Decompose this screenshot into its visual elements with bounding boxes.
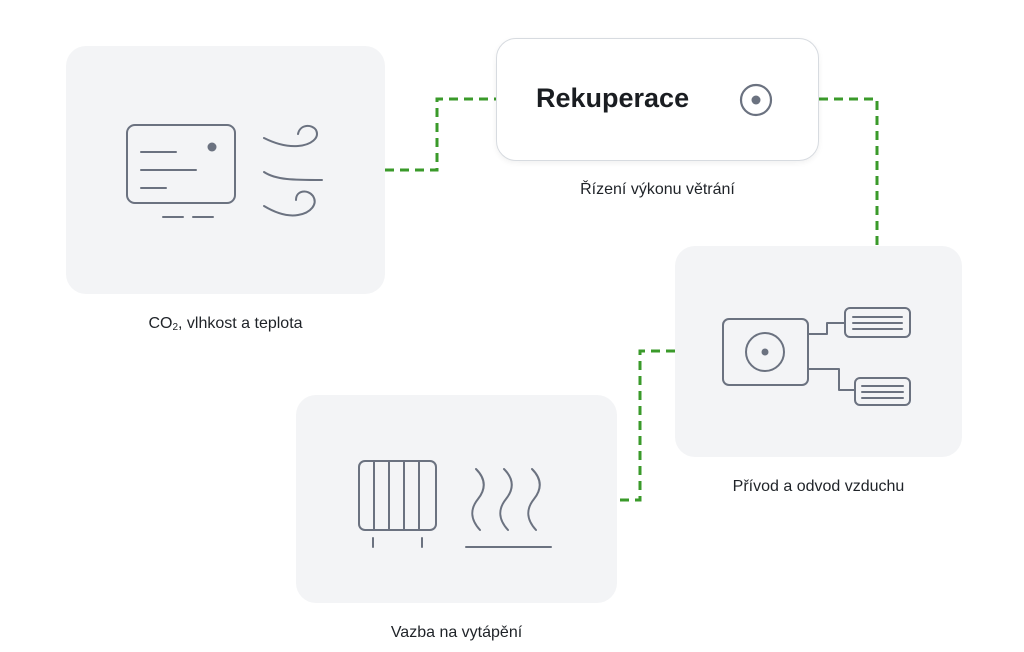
node-heating-caption: Vazba na vytápění bbox=[390, 624, 523, 641]
monitor-wind-icon bbox=[126, 124, 323, 218]
connector-hub-air bbox=[819, 97, 879, 245]
node-air-caption: Přívod a odvod vzduchu bbox=[732, 478, 905, 495]
node-sensors-caption: CO2, vlhkost a teplota bbox=[148, 315, 303, 333]
connector-sensors-hub bbox=[385, 97, 496, 172]
node-heating-card bbox=[296, 395, 617, 603]
node-air-card bbox=[675, 246, 962, 457]
node-sensors-card bbox=[66, 46, 385, 294]
connector-air-heating bbox=[617, 349, 675, 502]
hub-subtitle: Řízení výkonu větrání bbox=[580, 181, 735, 198]
hub-card: Rekuperace bbox=[496, 38, 819, 161]
hub-title: Rekuperace bbox=[536, 83, 690, 113]
target-circle-icon bbox=[739, 83, 773, 117]
subscript-2: 2 bbox=[172, 322, 179, 333]
ventilation-unit-icon bbox=[722, 307, 911, 406]
radiator-heat-icon bbox=[358, 460, 552, 548]
